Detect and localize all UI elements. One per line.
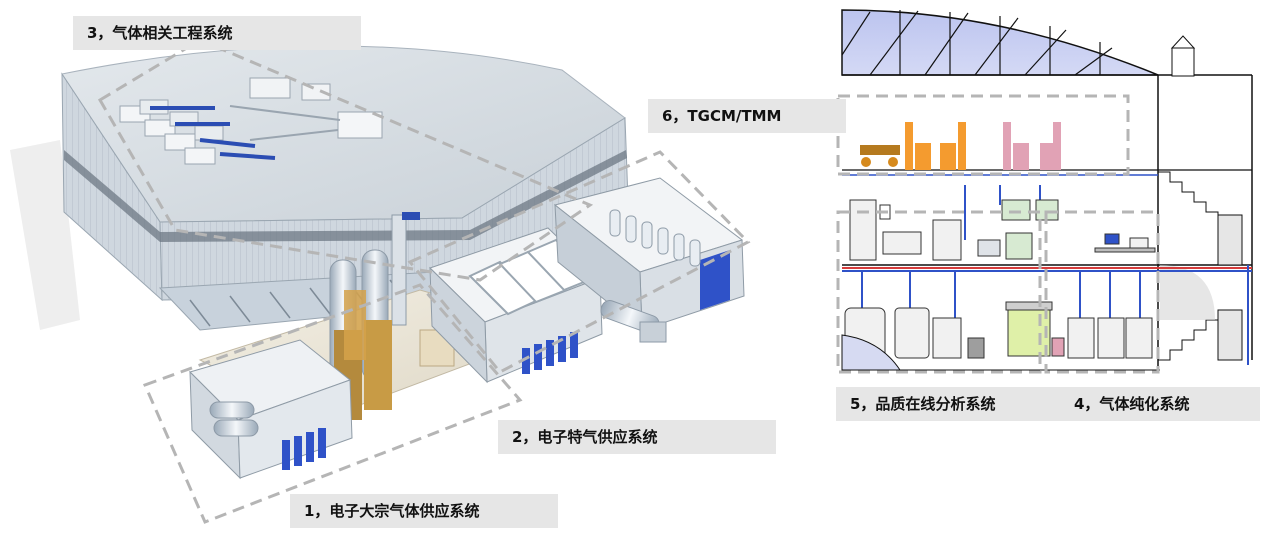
region-outlines-right [836, 94, 1160, 374]
fab-tools-bottom [844, 301, 1153, 359]
ground-shadow [10, 140, 80, 330]
rooftop-equipment [119, 77, 383, 165]
label-tgcm: 6，TGCM/TMM [648, 99, 846, 133]
region-quality-analysis [836, 210, 1042, 374]
region-gas-purification [1044, 210, 1160, 374]
region-tgcm [836, 94, 1130, 176]
label-bulk-gas: 1，电子大宗气体供应系统 [290, 494, 558, 528]
fab-cross-section [836, 9, 1253, 374]
fab-tools-middle [849, 199, 1156, 261]
plant-3d-view [10, 38, 751, 524]
stairs [1158, 171, 1243, 361]
bulk-gas-shed [189, 339, 353, 480]
region-bulk-gas [142, 283, 523, 524]
region-specialty-gas [407, 150, 751, 374]
cylinder-room [553, 177, 745, 343]
region-gas-engineering [97, 38, 594, 282]
label-quality-analysis: 5，品质在线分析系统 [836, 387, 1069, 421]
region-outlines [97, 38, 751, 524]
label-gas-purification: 4，气体纯化系统 [1060, 387, 1260, 421]
bulk-gas-tanks [329, 212, 455, 420]
fab-tools-top [860, 122, 1061, 170]
label-gas-engineering: 3，气体相关工程系统 [73, 16, 361, 50]
label-specialty-gas: 2，电子特气供应系统 [498, 420, 776, 454]
exhaust-tower [1171, 47, 1195, 77]
